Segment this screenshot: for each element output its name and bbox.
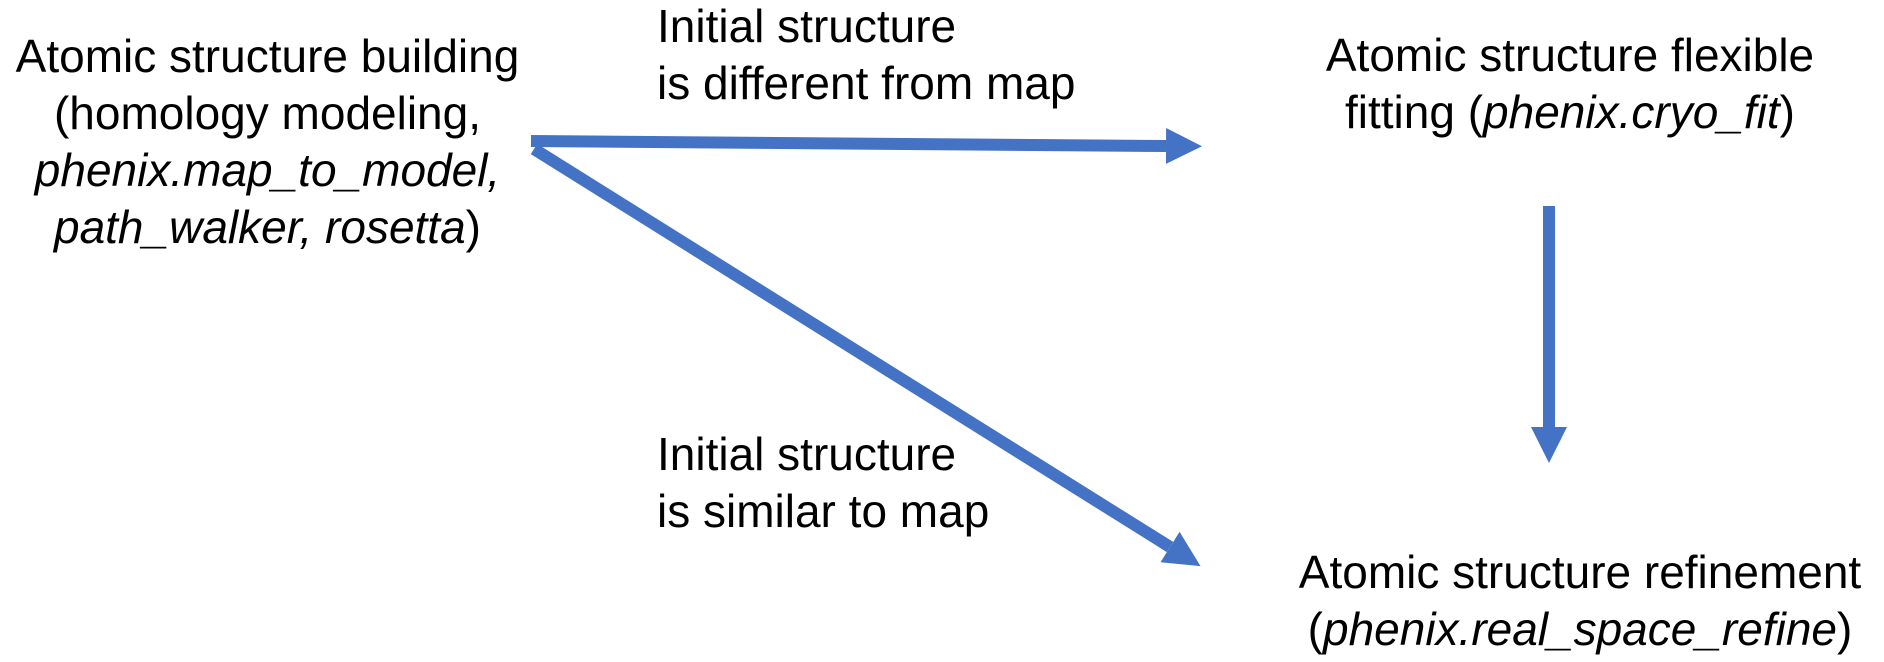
node-refinement-line2-close: ): [1837, 603, 1853, 655]
edge-label-similar: Initial structure is similar to map: [657, 426, 989, 540]
node-flexible-fitting: Atomic structure flexible fitting (pheni…: [1305, 27, 1835, 141]
arrow-building-to-refinement: [530, 143, 1201, 567]
node-building-line4-italic: path_walker, rosetta: [53, 201, 466, 253]
node-flexible-fitting-line1: Atomic structure flexible: [1325, 29, 1815, 81]
node-building-line3: phenix.map_to_model,: [34, 144, 501, 196]
node-refinement-line1: Atomic structure refinement: [1298, 546, 1862, 598]
node-flexible-fitting-line2-italic: phenix.cryo_fit: [1483, 86, 1780, 138]
node-building-line4: path_walker, rosetta): [0, 199, 535, 256]
node-refinement-line2-open: (: [1307, 603, 1323, 655]
edge-label-similar-line1: Initial structure: [657, 428, 957, 480]
node-flexible-fitting-line2-suffix: ): [1779, 86, 1795, 138]
node-refinement: Atomic structure refinement (phenix.real…: [1270, 544, 1884, 658]
node-building: Atomic structure building (homology mode…: [0, 28, 535, 256]
node-refinement-line2-italic: phenix.real_space_refine: [1322, 603, 1838, 655]
edge-label-different-line2: is different from map: [657, 57, 1076, 109]
node-flexible-fitting-line2: fitting (phenix.cryo_fit): [1305, 84, 1835, 141]
edge-label-different-line1: Initial structure: [657, 0, 957, 52]
node-flexible-fitting-line2-prefix: fitting (: [1345, 86, 1484, 138]
edge-label-different: Initial structure is different from map: [657, 0, 1075, 112]
node-building-line2: (homology modeling,: [53, 87, 481, 139]
node-refinement-line2: (phenix.real_space_refine): [1270, 601, 1884, 658]
node-building-line4-close: ): [465, 201, 481, 253]
node-building-line1: Atomic structure building: [15, 30, 520, 82]
arrow-building-to-fitting: [530, 128, 1202, 164]
edge-label-similar-line2: is similar to map: [657, 485, 990, 537]
